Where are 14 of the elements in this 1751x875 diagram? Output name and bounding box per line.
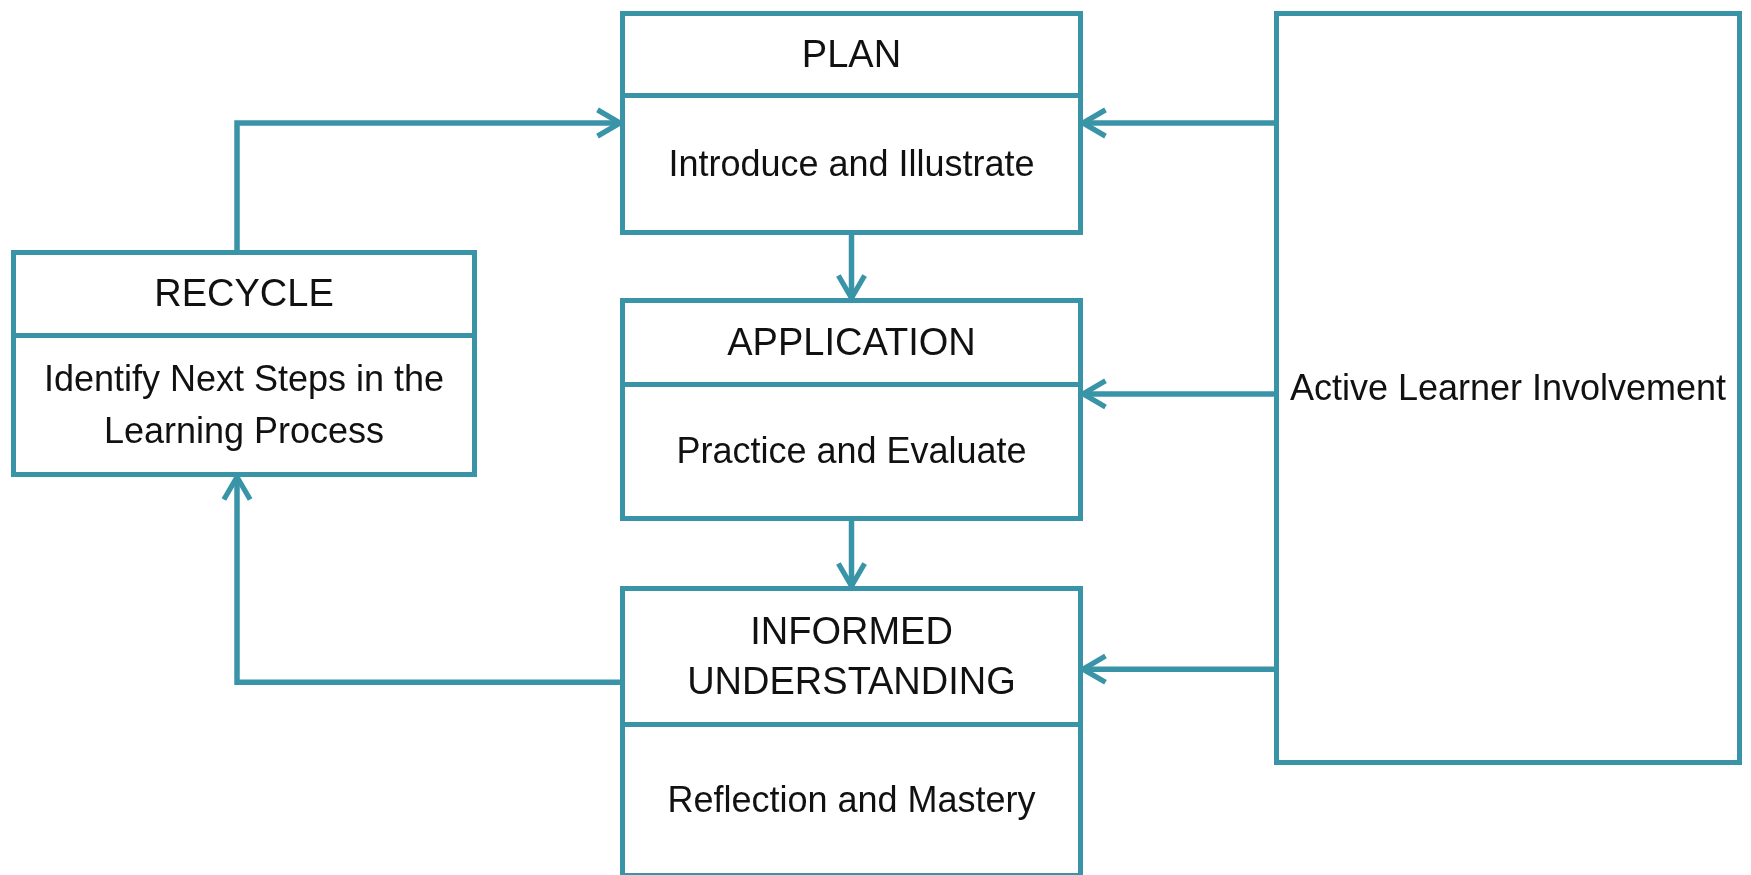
box-heading: PLAN [625,16,1078,98]
process-box [11,250,477,477]
box-text: Practice and Evaluate [675,429,1028,474]
box-text: Reflection and Mastery [666,777,1037,822]
box-text: Identify Next Steps in the Learning Process [42,356,446,453]
box-heading: INFORMED UNDERSTANDING [625,591,1078,727]
process-box [620,11,1083,235]
box-heading: RECYCLE [16,255,472,338]
process-box [620,586,1083,875]
box-heading: APPLICATION [625,303,1078,387]
box-text: Introduce and Illustrate [667,141,1036,186]
process-box [1274,11,1742,765]
process-box [620,298,1083,521]
box-text: Active Learner Involvement [1288,365,1728,410]
